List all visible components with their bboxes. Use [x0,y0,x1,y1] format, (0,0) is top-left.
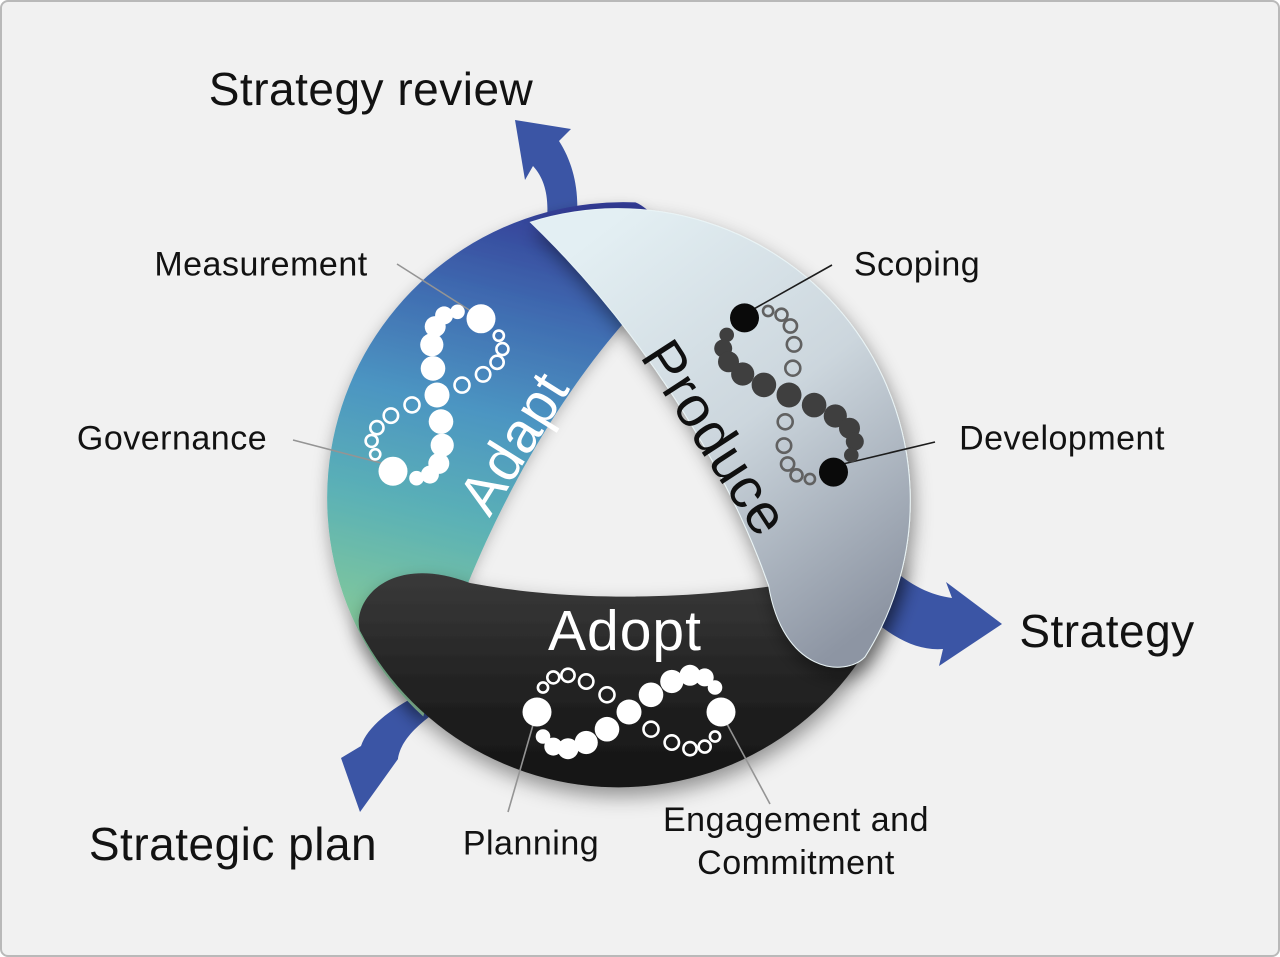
band-label-adopt: Adopt [548,599,702,663]
loop-dot [776,382,802,408]
loop-dot [450,304,465,320]
loop-ring [368,419,385,436]
loop-ring [598,685,616,704]
loop-ring [783,359,802,378]
leader-engagement [726,723,771,805]
loop-ring [492,329,506,343]
label-strategy: Strategy [1019,605,1195,658]
milestone-dot [378,456,408,486]
arrow-strategy-review [515,120,578,219]
label-planning: Planning [462,824,600,863]
loop-ring [782,318,799,334]
label-governance: Governance [76,419,268,458]
loop-ring [697,739,713,754]
loop-dot [845,432,864,451]
loop-dot [638,682,664,708]
loop-dot [823,404,847,428]
loop-ring [453,376,471,394]
loop-ring [775,437,793,455]
loop-dot [535,729,551,744]
loop-ring [776,412,795,431]
loop-ring [403,396,421,414]
loop-dot [420,356,446,381]
label-development: Development [959,419,1165,458]
leader-governance [292,439,386,465]
loop-dot [409,470,424,486]
milestone-dot [819,457,848,487]
leader-planning [507,724,534,813]
label-strategy-review: Strategy review [208,63,534,116]
loop-ring [382,407,400,425]
loop-ring [495,341,510,357]
loop-ring [642,720,660,739]
loop-dot [435,306,454,325]
milestone-dot [466,304,496,334]
loop-dot [844,447,859,463]
loop-dot [430,433,454,457]
loop-dot [428,452,450,474]
loop-dot [424,382,450,408]
loop-ring [682,740,698,757]
loop-ring [474,365,492,383]
loop-ring [708,730,722,743]
loop-dot [751,372,777,398]
loop-ring [536,681,550,694]
loop-dot [594,716,620,742]
label-strategic-plan: Strategic plan [88,818,378,871]
leader-scoping [751,264,833,311]
adopt-infinity-loop-icon [522,664,736,760]
label-engagement-line2: Commitment [697,844,895,882]
loop-ring [663,733,681,751]
milestone-dot [730,303,759,333]
loop-ring [489,354,505,371]
arrow-strategic-plan [341,694,440,812]
loop-dot [557,738,579,760]
loop-dot [801,392,827,418]
loop-ring [785,335,803,353]
loop-ring [803,472,817,486]
loop-ring [779,456,796,472]
leader-development [842,441,936,465]
loop-dot [616,699,642,725]
loop-ring [545,670,561,685]
loop-ring [368,447,382,461]
loop-dot [420,333,444,357]
loop-dot [695,668,714,687]
loop-ring [761,304,775,318]
label-engagement-commitment: Engagement and Commitment [663,799,929,885]
loop-ring [774,307,789,323]
loop-ring [364,433,379,449]
leader-measurement [396,263,475,314]
milestone-dot [706,697,736,727]
label-scoping: Scoping [853,245,981,284]
loop-dot [660,669,684,694]
loop-dot [719,327,734,343]
loop-dot [707,680,723,695]
milestone-dot [522,697,552,727]
adapt-infinity-loop-icon [364,304,510,486]
adopt-band [358,558,904,788]
loop-dot [428,409,454,434]
loop-dot [574,730,598,755]
loop-ring [560,667,576,684]
loop-ring [577,672,595,690]
produce-band [529,208,911,668]
loop-ring [789,467,804,483]
loop-dot [731,362,755,386]
label-measurement: Measurement [154,245,368,284]
loop-dot [679,664,701,686]
produce-infinity-loop-icon [714,303,864,487]
label-engagement-line1: Engagement and [663,801,929,840]
